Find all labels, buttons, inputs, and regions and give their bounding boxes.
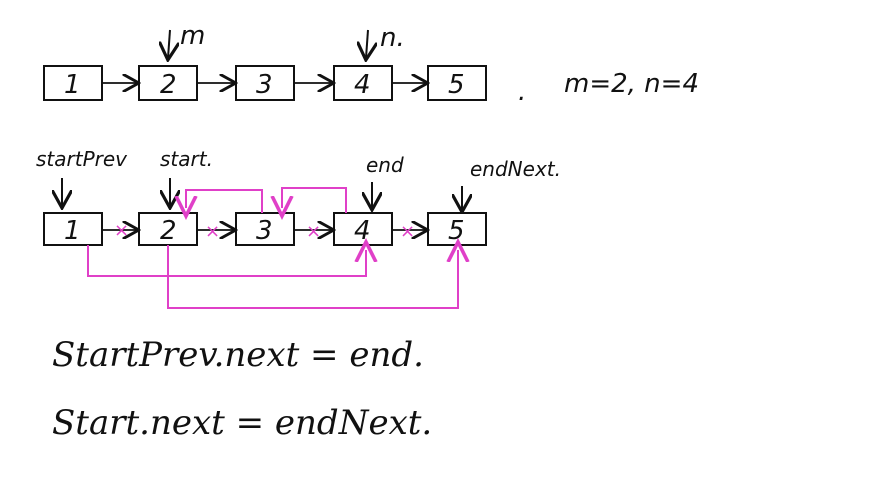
cross-mark-2: × — [205, 221, 220, 242]
reverse-link-4-to-3 — [282, 187, 347, 213]
cross-mark-4: × — [400, 221, 415, 242]
reverse-link-3-to-2 — [186, 189, 263, 213]
equation-line-2: Start.next = endNext. — [52, 403, 432, 443]
list2-node-label-3: 3 — [256, 216, 273, 246]
list1-node-label-1: 1 — [64, 70, 81, 100]
link-start-prev-to-end — [87, 245, 366, 277]
list2-node-label-4: 4 — [354, 216, 371, 246]
separator-dot: . — [518, 77, 526, 107]
list-1: 1 2 3 4 5 m n. . m=2, n=4 — [43, 21, 699, 107]
label-start: start. — [160, 147, 213, 171]
pointer-n-label: n. — [380, 23, 405, 53]
list1-node-label-5: 5 — [448, 70, 465, 100]
pointer-n-arrow — [366, 29, 368, 58]
label-end-next: endNext. — [470, 157, 561, 181]
list2-node-label-5: 5 — [448, 216, 465, 246]
list1-node-label-2: 2 — [160, 70, 177, 100]
cross-mark-1: × — [114, 220, 129, 241]
list1-node-label-3: 3 — [256, 70, 273, 100]
list1-node-label-4: 4 — [354, 70, 371, 100]
cross-mark-3: × — [306, 221, 321, 242]
label-start-prev: startPrev — [36, 147, 128, 171]
equations: StartPrev.next = end. Start.next = endNe… — [52, 335, 432, 443]
list2-node-label-1: 1 — [64, 216, 81, 246]
list-2: startPrev start. end endNext. 1 2 3 4 5 … — [36, 147, 561, 309]
list2-node-label-2: 2 — [160, 216, 177, 246]
equation-line-1: StartPrev.next = end. — [52, 335, 424, 375]
params-text: m=2, n=4 — [564, 69, 699, 99]
pointer-m-arrow — [168, 29, 170, 58]
link-start-to-end-next — [167, 245, 458, 309]
list2-node-box-1 — [43, 212, 103, 246]
pointer-m-label: m — [180, 21, 205, 51]
label-end: end — [366, 153, 404, 177]
